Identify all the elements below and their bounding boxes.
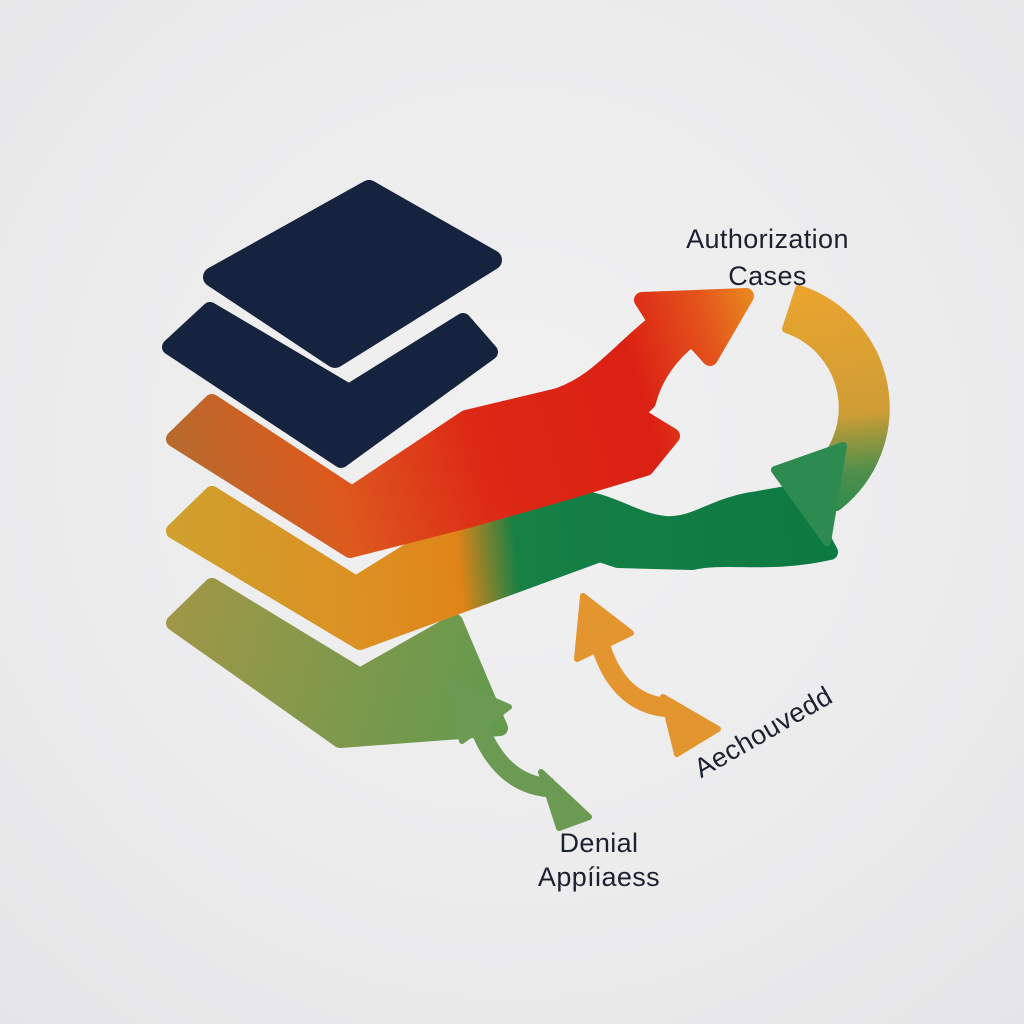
- authorization-line2: Cases: [728, 261, 807, 291]
- orange-double-curved-arrow-icon: [574, 593, 721, 757]
- cycle-arc-shape: [782, 285, 890, 511]
- denial-line2: Appíiaess: [537, 862, 661, 892]
- authorization-line1: Authorization: [686, 224, 849, 254]
- red-flow-arrow-shape: [166, 288, 754, 558]
- denial-label: Denial Appíiaess: [449, 826, 749, 894]
- navy-layer-2-shape: [162, 302, 498, 468]
- denial-line1: Denial: [559, 828, 639, 858]
- sage-layer-shape: [166, 578, 508, 748]
- navy-layer-top-shape: [203, 180, 502, 368]
- authorization-cases-label: Authorization Cases: [595, 221, 940, 295]
- cycle-arc-arrowhead-icon: [771, 442, 847, 546]
- green-double-curved-arrow-icon: [447, 678, 592, 831]
- gold-green-flow-shape: [166, 484, 838, 650]
